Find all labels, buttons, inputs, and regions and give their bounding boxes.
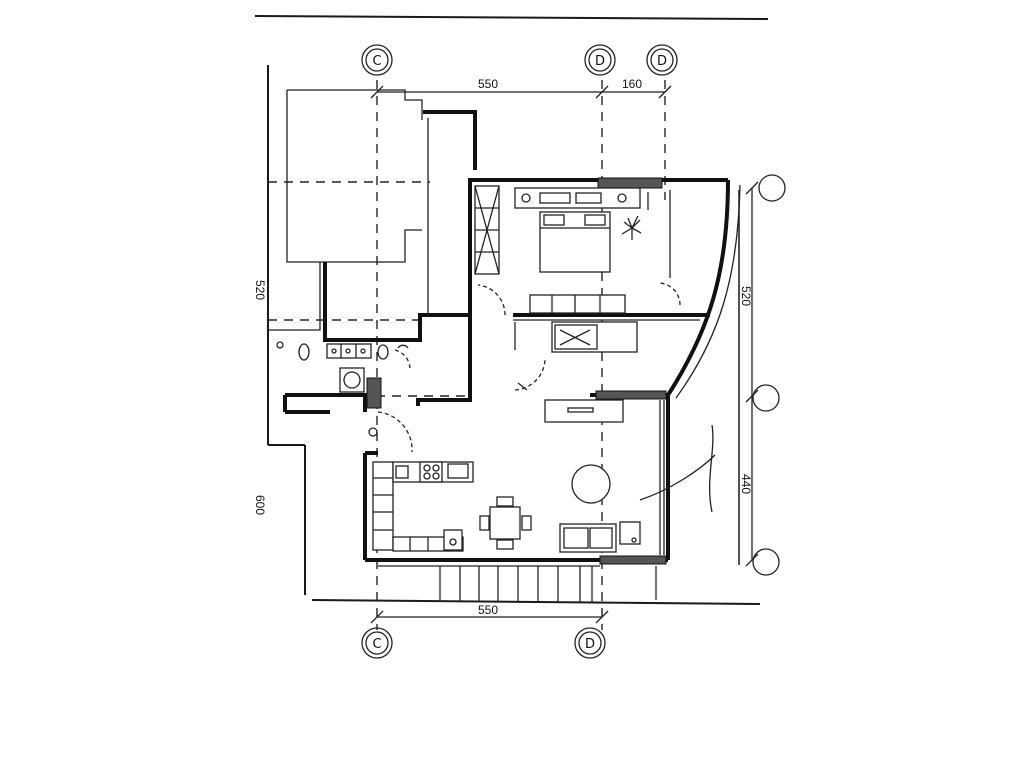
lounge-sofa — [559, 523, 617, 553]
axis-bubble-d-top: D — [584, 44, 616, 76]
axis-bubble-c-bottom: C — [361, 627, 393, 659]
hatched-column — [366, 377, 382, 409]
axis-bubble-e-top: D — [646, 44, 678, 76]
entry-door — [377, 349, 413, 453]
tv-unit — [544, 399, 624, 423]
hatched-wall-middle — [595, 390, 667, 400]
bedroom-door — [477, 282, 681, 316]
entry-marker — [368, 427, 378, 437]
kitchen-counter — [372, 461, 474, 552]
side-cabinet — [619, 521, 641, 545]
bathroom-fixtures — [276, 341, 409, 393]
dimension-lines — [370, 85, 759, 624]
bedroom-cabinets — [514, 187, 641, 209]
plant-icon — [621, 215, 642, 240]
wall-stubs — [416, 382, 528, 406]
bedroom-desk — [647, 190, 671, 278]
neighbor-structure — [268, 89, 477, 331]
site-boundary — [254, 15, 769, 605]
double-bed — [539, 211, 611, 273]
terrace-stairs — [439, 566, 657, 602]
dimension-right-upper: 520 — [739, 286, 753, 306]
svg-text:D: D — [595, 54, 605, 69]
bedroom-bench — [529, 294, 626, 314]
dimension-left-lower: 600 — [253, 495, 267, 515]
window-right — [659, 400, 665, 555]
svg-text:C: C — [372, 637, 381, 652]
round-table — [571, 464, 611, 504]
pencil-annotation — [639, 424, 716, 513]
living-door — [514, 322, 546, 391]
axis-bubble-d-bottom: D — [574, 627, 606, 659]
hatched-wall-top — [597, 177, 663, 189]
bedroom-partition — [513, 313, 710, 321]
dimension-bottom: 550 — [478, 603, 498, 617]
axis-bubble-right-2 — [752, 384, 780, 412]
svg-text:D: D — [585, 637, 595, 652]
dimension-left-upper: 520 — [253, 280, 267, 300]
hatched-wall-bottom — [599, 555, 667, 565]
dimension-right-lower: 440 — [739, 474, 753, 494]
wardrobe — [474, 185, 500, 275]
living-sofa — [551, 321, 638, 353]
axis-bubble-c-top: C — [361, 44, 393, 76]
svg-text:C: C — [372, 54, 381, 69]
svg-text:D: D — [657, 54, 667, 69]
dining-table — [479, 496, 532, 550]
dimension-top-left: 550 — [478, 77, 498, 91]
axis-bubble-right-1 — [758, 174, 786, 202]
axis-bubble-right-3 — [752, 548, 780, 576]
dimension-top-right: 160 — [622, 77, 642, 91]
